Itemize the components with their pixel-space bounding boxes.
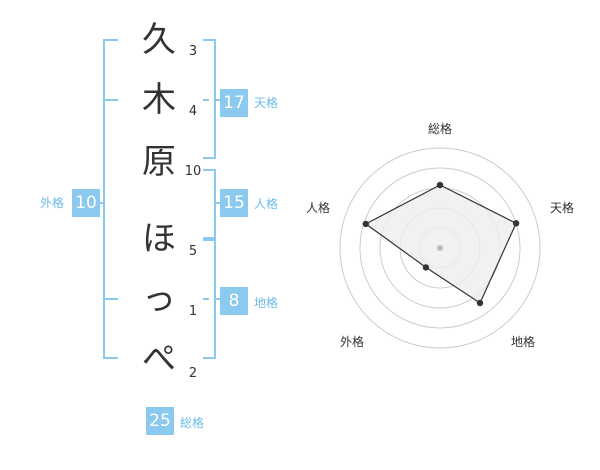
gaikaku-label: 外格 [40, 196, 65, 210]
tenkaku-label: 天格 [254, 96, 279, 110]
chikaku-bracket [203, 239, 220, 359]
radar-area [364, 184, 517, 304]
radar-ring [359, 167, 521, 329]
chikaku-label: 地格 [254, 296, 279, 310]
name-char-4: ほ [142, 219, 176, 259]
soukaku-value-badge: 25 [146, 407, 174, 435]
radar-center-dot [437, 245, 443, 251]
stroke-count-1: 3 [188, 44, 198, 59]
jinkaku-label: 人格 [254, 197, 279, 211]
jinkaku-bracket [203, 169, 220, 239]
name-char-1: 久 [142, 20, 176, 60]
stroke-count-2: 4 [188, 104, 198, 119]
name-char-3: 原 [142, 142, 176, 182]
stroke-count-3: 10 [184, 164, 202, 179]
radar-point-1 [436, 181, 444, 189]
tenkaku-value-badge: 17 [220, 89, 248, 117]
stroke-count-4: 5 [188, 244, 198, 259]
radar-point-2 [512, 220, 520, 227]
name-char-2: 木 [142, 80, 176, 120]
radar-point-5 [362, 220, 369, 228]
tenkaku-bracket [203, 39, 220, 159]
stroke-count-5: 1 [188, 304, 198, 319]
radar-point-4 [422, 264, 430, 271]
radar-chart: 総格 天格 地格 外格 人格 [306, 121, 574, 349]
stroke-count-6: 2 [188, 366, 198, 381]
radar-point-3 [476, 299, 484, 307]
radar-ring [339, 147, 541, 349]
radar-points [362, 181, 520, 307]
radar-label-jinkaku: 人格 [306, 200, 330, 215]
radar-label-gaikaku: 外格 [340, 334, 364, 349]
name-char-6: ぺ [142, 339, 176, 379]
chikaku-value-badge: 8 [220, 287, 248, 315]
soukaku-label: 総格 [180, 416, 205, 430]
radar-label-chikaku: 地格 [511, 334, 535, 349]
radar-label-soukaku: 総格 [428, 121, 452, 136]
jinkaku-value-badge: 15 [220, 189, 248, 217]
radar-label-tenkaku: 天格 [550, 200, 574, 215]
name-char-5: っ [142, 279, 176, 319]
gaikaku-value-badge: 10 [72, 189, 100, 217]
